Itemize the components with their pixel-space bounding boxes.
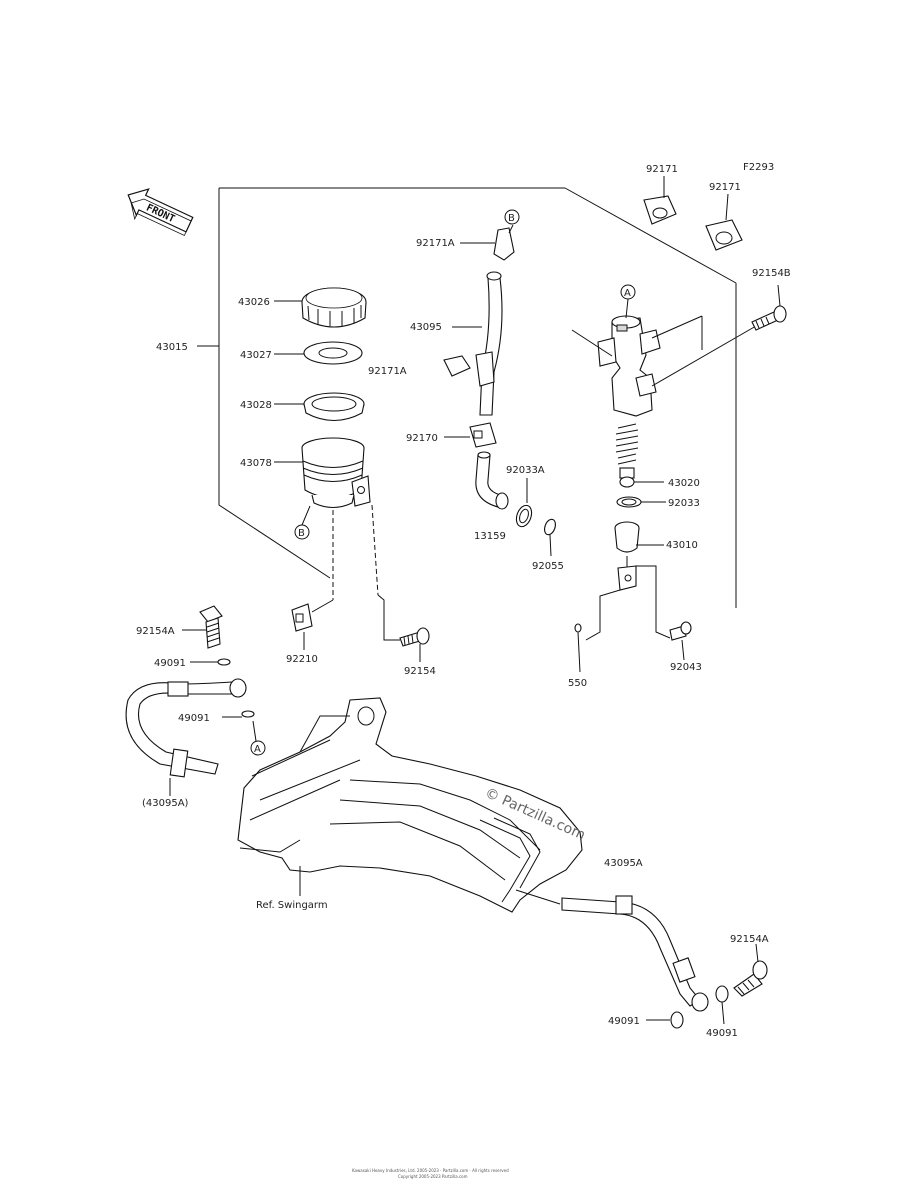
label-92170: 92170 — [406, 433, 438, 444]
label-92055: 92055 — [532, 561, 564, 572]
clip-92210 — [291, 603, 313, 632]
label-ref-swingarm: Ref. Swingarm — [256, 900, 328, 911]
label-92210: 92210 — [286, 654, 318, 665]
oring-92033a — [515, 504, 533, 528]
footer-line-2: Copyright 2005-2023 Partzilla.com — [398, 1174, 468, 1179]
callout-b-top: B — [508, 213, 515, 224]
diaphragm-plate — [303, 341, 363, 365]
callout-b: B — [294, 524, 310, 540]
clamp-92171-b — [705, 219, 743, 251]
master-cylinder-body — [597, 315, 661, 417]
label-92171-b: 92171 — [709, 182, 741, 193]
washer-lower — [241, 710, 255, 718]
label-92033: 92033 — [668, 498, 700, 509]
label-43027: 43027 — [240, 350, 272, 361]
piston-spring — [615, 423, 639, 488]
label-43078: 43078 — [240, 458, 272, 469]
label-92171a-top: 92171A — [416, 238, 455, 249]
hose-43095a-left — [125, 678, 247, 778]
clamp-92171a-mid — [443, 351, 495, 387]
circlip-92033 — [616, 496, 642, 508]
svg-text:B: B — [298, 528, 305, 539]
label-49091-br-left: 49091 — [608, 1016, 640, 1027]
label-43020: 43020 — [668, 478, 700, 489]
callout-a-top: A — [624, 288, 631, 299]
label-92171-a: 92171 — [646, 164, 678, 175]
label-43010: 43010 — [666, 540, 698, 551]
label-49091-lower: 49091 — [178, 713, 210, 724]
hose-43095a-right — [561, 895, 709, 1012]
figure-code: F2293 — [743, 162, 774, 173]
label-13159: 13159 — [474, 531, 506, 542]
reservoir-cap — [301, 287, 367, 328]
label-92154a-left: 92154A — [136, 626, 175, 637]
label-43026: 43026 — [238, 297, 270, 308]
label-49091-upper: 49091 — [154, 658, 186, 669]
swingarm — [237, 697, 583, 913]
label-550: 550 — [568, 678, 587, 689]
label-43095: 43095 — [410, 322, 442, 333]
label-92154a-right: 92154A — [730, 934, 769, 945]
clamp-92170 — [469, 422, 497, 448]
washer-br-left — [670, 1011, 684, 1029]
label-92154: 92154 — [404, 666, 436, 677]
cotter-pin — [574, 623, 582, 673]
label-43095a: 43095A — [604, 858, 643, 869]
label-43015: 43015 — [156, 342, 188, 353]
label-43095a-paren: (43095A) — [142, 798, 189, 809]
front-arrow-icon: FRONT — [127, 188, 194, 237]
banjo-bolt-left — [199, 605, 223, 649]
washer-upper — [217, 658, 231, 666]
hose-43095 — [479, 227, 515, 416]
bolt-92154b — [751, 305, 787, 331]
diaphragm — [303, 392, 365, 422]
label-92043: 92043 — [670, 662, 702, 673]
label-49091-br-right: 49091 — [706, 1028, 738, 1039]
part-labels: 92171 92171 92154B 92171A 43026 43095 43… — [136, 164, 791, 1039]
clamp-92171-a — [643, 195, 677, 225]
push-rod — [614, 521, 640, 591]
pin-92043 — [669, 621, 692, 641]
elbow-fitting — [475, 451, 509, 510]
reservoir-tank — [301, 437, 371, 509]
label-92033a: 92033A — [506, 465, 545, 476]
label-92171a-mid: 92171A — [368, 366, 407, 377]
label-92154b: 92154B — [752, 268, 791, 279]
bolt-92154 — [399, 627, 430, 647]
label-43028: 43028 — [240, 400, 272, 411]
banjo-bolt-right — [733, 960, 768, 997]
washer-br-right — [715, 985, 729, 1003]
callout-a-bottom: A — [254, 744, 261, 755]
oring-92055 — [544, 518, 556, 536]
footer-line-1: Kawasaki Heavy Industries, Ltd. 2005-202… — [352, 1168, 509, 1173]
